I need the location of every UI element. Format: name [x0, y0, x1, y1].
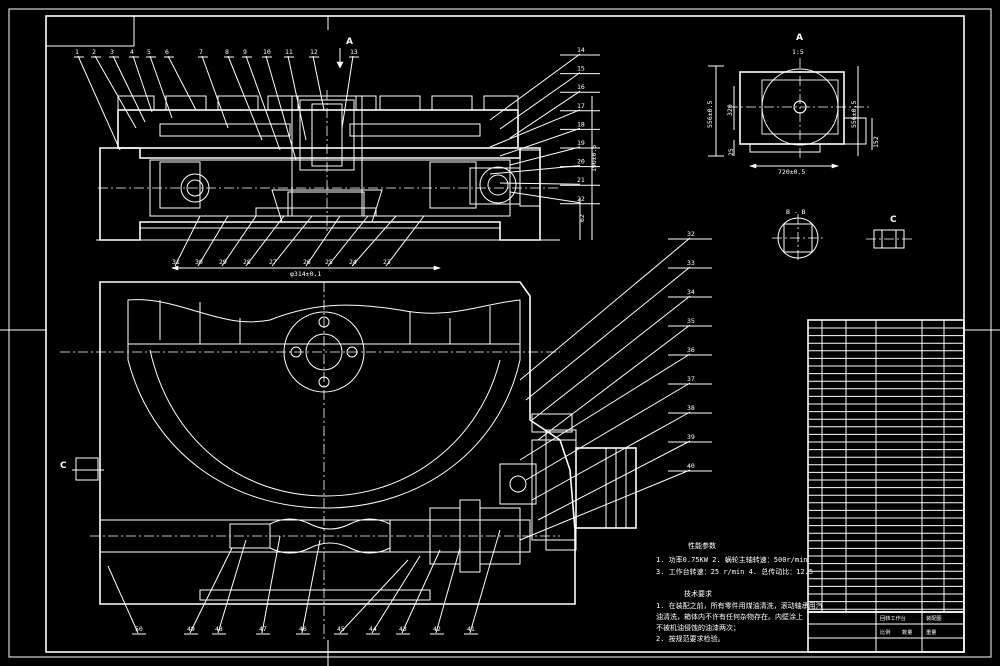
- view-a: A 1:5 556±0.5 320 25 556±0.5 152 720±0.5: [706, 33, 880, 176]
- balloon-top-8: 8: [225, 48, 229, 56]
- balloon-top-1: 1: [75, 48, 79, 56]
- dim-bottom-width: φ314±0.1: [290, 270, 321, 278]
- dim-height-total: 190±0.5: [590, 145, 598, 172]
- sheet-inner-border: [45, 15, 965, 653]
- balloon-rp-40: 40: [687, 462, 695, 470]
- balloon-rt-19: 19: [577, 139, 585, 147]
- view-c-label: C: [890, 215, 897, 225]
- balloon-rt-15: 15: [577, 65, 585, 73]
- balloon-rp-34: 34: [687, 288, 695, 296]
- right-plan-balloon-group: 32 33 34 35 36 37 38 39 40: [519, 230, 712, 541]
- balloon-bp-45: 45: [337, 625, 345, 633]
- title-scale-cell: 比例: [880, 628, 890, 636]
- section-bb-label: B - B: [786, 208, 806, 216]
- title-material: 装配图: [926, 614, 942, 622]
- balloon-bp-44: 44: [369, 625, 377, 633]
- code-box: [45, 15, 135, 47]
- balloon-bp-49: 49: [187, 625, 195, 633]
- balloon-bp-43: 43: [399, 625, 407, 633]
- balloon-bp-42: 42: [433, 625, 441, 633]
- tech-line-4: 2. 按规范要求检验。: [656, 634, 725, 643]
- balloon-top-3: 3: [110, 48, 114, 56]
- dim-view-a-inner: 320: [726, 104, 734, 116]
- title-qty-cell: 数量: [902, 628, 912, 636]
- balloon-rt-21: 21: [577, 176, 585, 184]
- balloon-bt-30: 30: [195, 258, 203, 266]
- right-top-balloon-group: 14 15 16 17 18 19 20 21 22: [489, 46, 600, 205]
- balloon-top-7: 7: [199, 48, 203, 56]
- perf-line-2: 3. 工作台转速：25 r/min 4. 总传动比：12.5: [656, 567, 813, 576]
- balloon-top-4: 4: [130, 48, 134, 56]
- tech-line-2: 油清洗，箱体内不许有任何杂物存在。内壁涂上: [656, 612, 803, 621]
- perf-line-1: 1. 功率0.75KW 2. 蜗轮主轴转速：500r/min: [656, 555, 808, 564]
- balloon-rt-20: 20: [577, 158, 585, 166]
- balloon-top-13: 13: [350, 48, 358, 56]
- parts-list: [807, 319, 965, 613]
- balloon-bp-48: 48: [215, 625, 223, 633]
- balloon-bt-25: 25: [325, 258, 333, 266]
- performance-title: 性能参数: [688, 541, 716, 550]
- balloon-rp-37: 37: [687, 375, 695, 383]
- dim-view-a-25: 25: [727, 148, 735, 156]
- section-view-top: [96, 90, 560, 241]
- balloon-top-12: 12: [310, 48, 318, 56]
- balloon-bp-46: 46: [299, 625, 307, 633]
- balloon-top-11: 11: [285, 48, 293, 56]
- plan-view: C: [60, 281, 637, 640]
- balloon-bp-50: 50: [135, 625, 143, 633]
- balloon-bt-29: 29: [219, 258, 227, 266]
- tech-line-1: 1. 在装配之前，所有零件用煤油清洗，滚动轴承用汽: [656, 601, 823, 610]
- balloon-top-6: 6: [165, 48, 169, 56]
- balloon-bt-27: 27: [269, 258, 277, 266]
- bottom-top-balloon-group: 31 30 29 28 27 26 25 24 23: [172, 215, 425, 267]
- balloon-rp-33: 33: [687, 259, 695, 267]
- balloon-rt-22: 22: [577, 195, 585, 203]
- balloon-bp-47: 47: [259, 625, 267, 633]
- dim-view-a-bottom: 720±0.5: [778, 168, 805, 176]
- title-weight-cell: 重量: [926, 628, 936, 636]
- balloon-bt-31: 31: [172, 258, 180, 266]
- sheet-outer-border: [8, 8, 992, 658]
- balloon-rt-14: 14: [577, 46, 585, 54]
- balloon-top-10: 10: [263, 48, 271, 56]
- bottom-plan-balloon-group: 50 49 48 47 46 45 44 43 42 41: [107, 529, 501, 635]
- balloon-top-5: 5: [147, 48, 151, 56]
- balloon-rt-17: 17: [577, 102, 585, 110]
- balloon-rt-18: 18: [577, 120, 585, 128]
- balloon-rp-32: 32: [687, 230, 695, 238]
- balloon-rt-16: 16: [577, 83, 585, 91]
- dim-base-62: 62: [578, 214, 586, 222]
- view-a-label: A: [796, 33, 803, 43]
- dim-view-a-152: 152: [872, 136, 880, 148]
- dim-view-a-left: 556±0.5: [706, 101, 714, 128]
- c-arrow-label: C: [60, 461, 67, 471]
- balloon-bt-23: 23: [383, 258, 391, 266]
- section-bb: B - B: [772, 208, 824, 262]
- notes-block: 性能参数 1. 功率0.75KW 2. 蜗轮主轴转速：500r/min 3. 工…: [656, 541, 823, 643]
- tech-line-3: 不被机油侵蚀的油漆两次；: [656, 623, 740, 632]
- balloon-top-9: 9: [243, 48, 247, 56]
- balloon-rp-39: 39: [687, 433, 695, 441]
- balloon-rp-35: 35: [687, 317, 695, 325]
- balloon-bt-28: 28: [243, 258, 251, 266]
- tech-title: 技术要求: [684, 589, 712, 598]
- dim-view-a-right: 556±0.5: [850, 101, 858, 128]
- view-a-scale: 1:5: [792, 48, 804, 56]
- section-a-label: A: [346, 37, 353, 47]
- balloon-bt-26: 26: [303, 258, 311, 266]
- view-c: C: [866, 215, 912, 249]
- balloon-rp-38: 38: [687, 404, 695, 412]
- balloon-bt-24: 24: [349, 258, 357, 266]
- balloon-bp-41: 41: [467, 625, 475, 633]
- balloon-rp-36: 36: [687, 346, 695, 354]
- title-designation: 回转工作台: [880, 614, 906, 622]
- title-block: 回转工作台 装配图 比例 数量 重量: [807, 611, 965, 653]
- balloon-top-2: 2: [92, 48, 96, 56]
